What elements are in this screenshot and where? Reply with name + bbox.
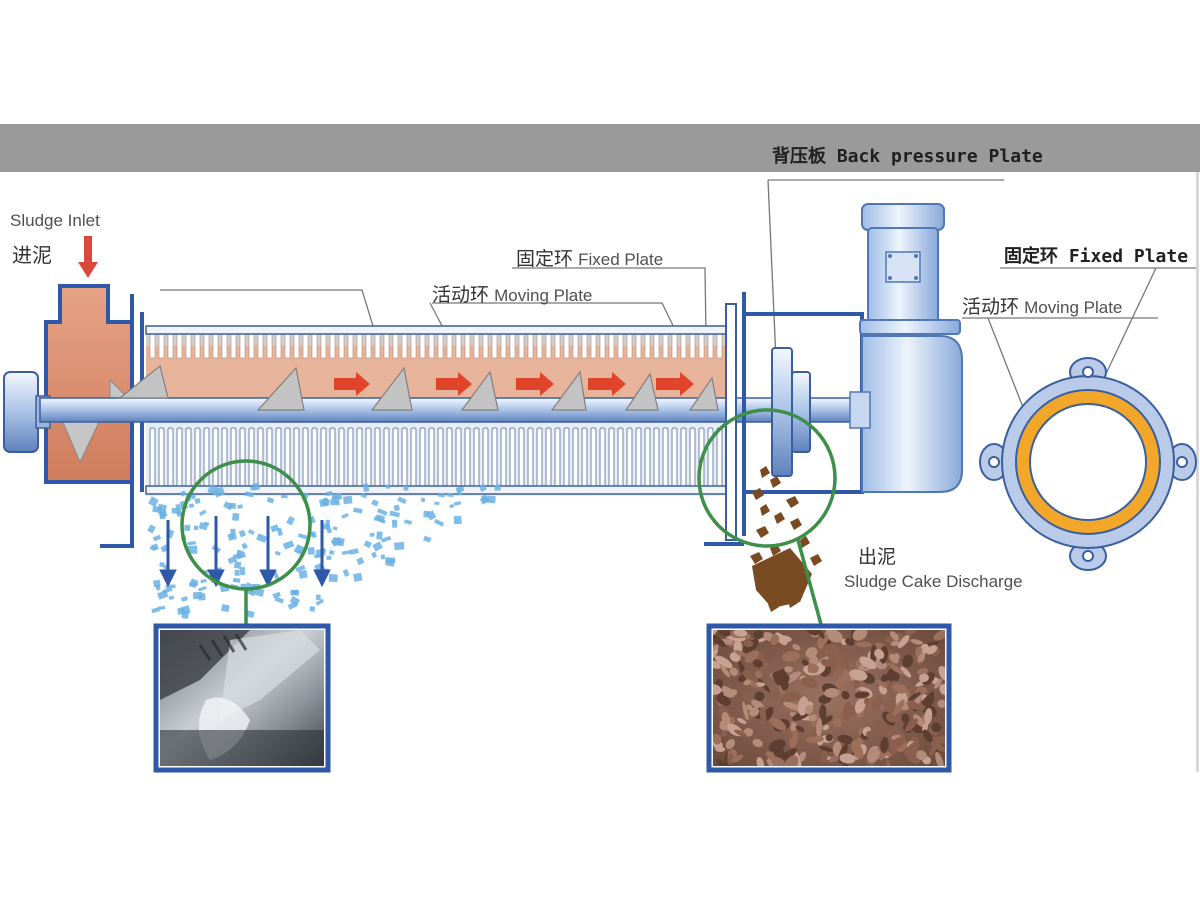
cake-photo-texture xyxy=(713,630,945,766)
discharge-label: Sludge Cake Discharge xyxy=(844,572,1023,591)
ring-moving-en: Moving Plate xyxy=(1024,298,1123,317)
right-frame-line xyxy=(1196,172,1199,772)
ring-fixed-plate-label: 固定环 Fixed Plate xyxy=(1004,242,1188,268)
moving-plate-cn: 活动环 xyxy=(432,284,490,306)
ring-fixed-en: Fixed Plate xyxy=(1068,246,1189,267)
magnifier-left xyxy=(180,459,312,630)
sludge-cake-photo xyxy=(706,623,952,773)
fixed-plate-cn: 固定环 xyxy=(516,248,574,270)
moving-plate-label: 活动环 Moving Plate xyxy=(432,280,592,307)
ring-fixed-cn: 固定环 xyxy=(1004,246,1058,267)
screw-flights xyxy=(118,364,719,411)
ring-moving-plate-label: 活动环 Moving Plate xyxy=(962,292,1122,319)
fixed-plate-label: 固定环 Fixed Plate xyxy=(516,244,663,271)
filtrate-photo xyxy=(153,623,331,773)
back-pressure-en: Back pressure Plate xyxy=(836,146,1043,167)
discharge-cn-label: 出泥 xyxy=(858,546,897,568)
lower-plates xyxy=(149,427,723,489)
ring-moving-cn: 活动环 xyxy=(962,296,1020,318)
filtrate-arrows xyxy=(159,516,331,588)
inlet-arrow xyxy=(78,236,98,278)
header-bar xyxy=(0,124,1200,172)
ring-detail xyxy=(979,357,1197,571)
drive-motor xyxy=(849,203,963,493)
moving-plate-en: Moving Plate xyxy=(494,286,593,305)
sludge-cake-pieces xyxy=(750,466,822,612)
upper-fixed-rings xyxy=(149,333,723,359)
filtrate-droplets xyxy=(147,482,501,619)
inlet-chamber xyxy=(44,284,135,484)
fixed-plate-en: Fixed Plate xyxy=(578,250,664,269)
back-pressure-cn: 背压板 xyxy=(772,146,826,167)
drum-lower xyxy=(145,420,729,496)
magnifier-right xyxy=(697,408,837,629)
sludge-inlet-cn-label: 进泥 xyxy=(12,243,52,267)
sludge-inlet-label: Sludge Inlet xyxy=(10,211,100,230)
leader-lines xyxy=(160,179,1196,421)
back-pressure-label: 背压板 Back pressure Plate xyxy=(772,142,1043,168)
flow-arrows xyxy=(334,372,694,396)
